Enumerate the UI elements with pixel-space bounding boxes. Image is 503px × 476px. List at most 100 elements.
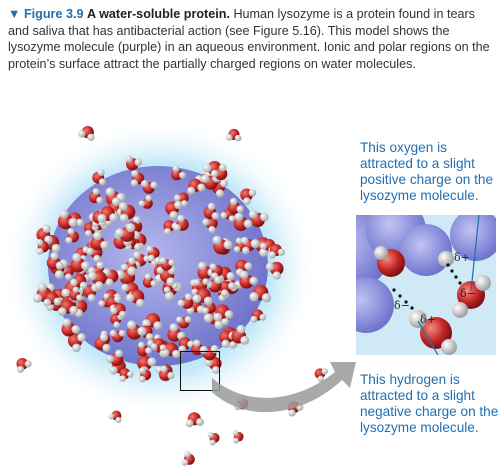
water-hydrogen-atom	[126, 222, 136, 233]
callout-leader-top	[470, 215, 480, 292]
water-hydrogen-atom	[226, 272, 235, 281]
water-hydrogen-atom	[71, 325, 81, 334]
water-hydrogen-atom	[164, 291, 174, 301]
water-molecule-lower	[409, 310, 457, 355]
water-hydrogen-atom	[259, 313, 267, 321]
protein-hydrogen-atom	[438, 251, 454, 267]
water-molecule	[178, 337, 195, 353]
water-hydrogen-atom	[132, 216, 141, 225]
delta-plus-lower-label: δ+	[420, 313, 436, 326]
callout-hydrogen: This hydrogen is attracted to a slight n…	[360, 372, 499, 435]
water-molecule	[115, 222, 136, 242]
water-hydrogen-atom	[181, 459, 189, 466]
water-hydrogen-atom	[97, 213, 107, 223]
water-hydrogen-atom	[50, 252, 59, 261]
water-hydrogen-atom	[200, 174, 210, 184]
water-hydrogen-atom	[62, 318, 71, 327]
water-hydrogen-atom	[57, 307, 67, 316]
water-hydrogen-atom	[172, 349, 181, 359]
water-molecule	[119, 368, 134, 382]
water-hydrogen-atom	[452, 302, 468, 318]
water-hydrogen-atom	[93, 254, 101, 263]
water-hydrogen-atom	[144, 273, 152, 281]
water-molecule	[16, 357, 32, 373]
water-hydrogen-atom	[176, 316, 183, 323]
water-hydrogen-atom	[44, 235, 53, 244]
water-molecule	[213, 304, 234, 322]
figure-label: Figure 3.9	[23, 7, 84, 21]
water-hydrogen-atom	[167, 371, 175, 380]
water-molecule	[90, 231, 110, 251]
water-hydrogen-atom	[204, 358, 213, 367]
water-hydrogen-atom	[65, 236, 73, 244]
water-hydrogen-atom	[184, 316, 192, 323]
water-hydrogen-atom	[272, 271, 281, 280]
water-hydrogen-atom	[207, 202, 216, 211]
water-hydrogen-atom	[249, 276, 258, 286]
water-hydrogen-atom	[139, 367, 146, 374]
water-hydrogen-atom	[268, 251, 276, 259]
water-hydrogen-atom	[441, 339, 457, 355]
water-hydrogen-atom	[317, 375, 324, 383]
water-molecule	[126, 320, 147, 340]
protein-hydrogen-atom	[374, 246, 388, 260]
water-hydrogen-atom	[118, 202, 128, 211]
water-molecule	[232, 430, 244, 444]
water-hydrogen-atom	[228, 215, 236, 223]
water-hydrogen-atom	[78, 130, 86, 138]
water-hydrogen-atom	[24, 360, 32, 368]
water-hydrogen-atom	[214, 276, 223, 284]
water-molecule	[69, 286, 83, 301]
water-hydrogen-atom	[85, 229, 92, 237]
water-molecule	[141, 180, 158, 194]
water-hydrogen-atom	[43, 298, 52, 307]
lysozyme-water-illustration	[0, 118, 360, 476]
water-molecule	[165, 200, 183, 220]
water-hydrogen-atom	[126, 293, 135, 303]
water-hydrogen-atom	[32, 293, 43, 303]
water-hydrogen-atom	[53, 297, 62, 306]
water-hydrogen-atom	[409, 310, 427, 328]
water-hydrogen-atom	[105, 187, 115, 197]
water-hydrogen-atom	[160, 365, 168, 373]
water-hydrogen-atom	[150, 181, 158, 189]
protein-lobe	[356, 277, 394, 333]
water-hydrogen-atom	[150, 343, 158, 350]
water-molecule	[207, 431, 220, 446]
water-hydrogen-atom	[193, 339, 201, 347]
water-molecule	[109, 329, 126, 343]
water-hydrogen-atom	[154, 256, 162, 265]
water-hydrogen-atom	[187, 186, 196, 195]
water-molecule	[203, 202, 220, 220]
water-molecule	[239, 270, 258, 289]
water-hydrogen-atom	[234, 212, 244, 222]
water-hydrogen-atom	[17, 365, 25, 373]
callout-leader-bottom	[417, 320, 439, 355]
water-hydrogen-atom	[98, 178, 107, 186]
water-hydrogen-atom	[120, 263, 129, 272]
water-molecule	[94, 333, 111, 352]
water-hydrogen-atom	[223, 240, 233, 250]
water-hydrogen-atom	[248, 188, 257, 197]
water-molecule	[268, 244, 286, 259]
water-hydrogen-atom	[55, 261, 64, 270]
water-hydrogen-atom	[137, 326, 147, 336]
water-molecule	[106, 349, 124, 367]
water-molecule	[185, 412, 204, 428]
water-hydrogen-atom	[288, 409, 296, 417]
water-molecule	[192, 288, 213, 306]
water-hydrogen-atom	[36, 239, 44, 246]
water-hydrogen-atom	[203, 296, 213, 306]
water-molecule	[43, 291, 62, 307]
water-molecule	[137, 341, 153, 357]
water-hydrogen-atom	[192, 294, 202, 304]
water-molecule	[174, 192, 189, 207]
water-hydrogen-atom	[111, 197, 121, 206]
water-molecule-upper	[452, 275, 491, 318]
water-hydrogen-atom	[215, 189, 225, 198]
water-hydrogen-atom	[475, 275, 491, 291]
water-hydrogen-atom	[233, 246, 241, 253]
water-hydrogen-atom	[184, 450, 191, 458]
water-hydrogen-atom	[115, 349, 123, 358]
water-hydrogen-atom	[121, 283, 130, 292]
